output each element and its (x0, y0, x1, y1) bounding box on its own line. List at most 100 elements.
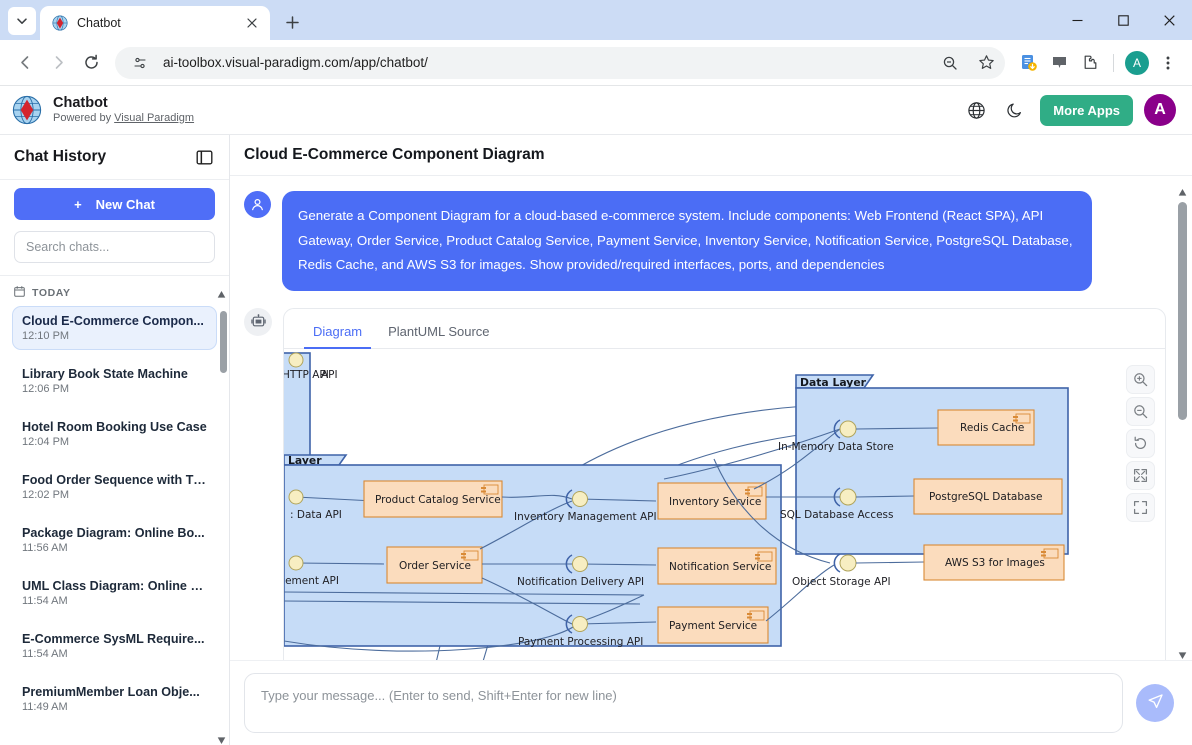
chat-item-title: PremiumMember Loan Obje... (22, 685, 200, 699)
more-apps-button[interactable]: More Apps (1040, 94, 1133, 126)
forward-icon[interactable] (43, 48, 73, 78)
browser-toolbar: ai-toolbox.visual-paradigm.com/app/chatb… (0, 40, 1192, 86)
svg-text:Payment Service: Payment Service (669, 620, 757, 632)
zoom-out-icon[interactable] (1126, 396, 1155, 426)
calendar-icon (14, 286, 25, 300)
send-button[interactable] (1136, 684, 1174, 722)
svg-text:Redis Cache: Redis Cache (960, 422, 1024, 434)
extensions-puzzle-icon[interactable] (1076, 49, 1104, 77)
tab-organizer-icon[interactable] (1045, 49, 1073, 77)
chat-item-0[interactable]: Cloud E-Commerce Compon... 12:10 PM (12, 306, 217, 350)
chat-item-title: Food Order Sequence with Ti... (22, 473, 207, 487)
user-avatar[interactable]: A (1144, 94, 1176, 126)
svg-text:SQL Database Access: SQL Database Access (780, 509, 894, 521)
chat-scrollbar[interactable] (1178, 184, 1187, 659)
browser-menu-icon[interactable] (1154, 49, 1182, 77)
user-message-row: Generate a Component Diagram for a cloud… (244, 186, 1166, 291)
reset-zoom-icon[interactable] (1126, 428, 1155, 458)
back-icon[interactable] (10, 48, 40, 78)
chat-list: TODAY Cloud E-Commerce Compon... 12:10 P… (0, 276, 229, 745)
fit-screen-icon[interactable] (1126, 460, 1155, 490)
chat-item-6[interactable]: E-Commerce SysML Require... 11:54 AM (12, 624, 217, 668)
chat-item-time: 11:56 AM (22, 542, 68, 554)
user-message-bubble: Generate a Component Diagram for a cloud… (282, 191, 1092, 291)
dark-mode-moon-icon[interactable] (1001, 96, 1029, 124)
svg-text:agement API: agement API (284, 575, 339, 587)
svg-text:Notification Service: Notification Service (669, 561, 771, 573)
chat-scroll-thumb[interactable] (1178, 202, 1187, 420)
sidebar-header: Chat History (0, 135, 229, 179)
diagram-canvas[interactable]: .cbox { fill:#fbdcbd; stroke:#d98a36; st… (284, 348, 1165, 660)
chat-item-time: 12:06 PM (22, 383, 70, 395)
chat-item-time: 12:04 PM (22, 436, 70, 448)
bookmark-star-icon[interactable] (973, 50, 999, 76)
svg-text:Payment Processing API: Payment Processing API (518, 636, 643, 648)
language-globe-icon[interactable] (962, 96, 990, 124)
diagram-card: Diagram PlantUML Source .cbox { fill:#fb… (283, 307, 1166, 660)
browser-tab-title: Chatbot (77, 16, 121, 30)
chat-list-container: TODAY Cloud E-Commerce Compon... 12:10 P… (0, 275, 229, 745)
svg-text:In-Memory Data Store: In-Memory Data Store (778, 441, 894, 453)
visual-paradigm-link[interactable]: Visual Paradigm (114, 112, 195, 125)
fullscreen-icon[interactable] (1126, 492, 1155, 522)
visual-paradigm-logo-icon (12, 95, 42, 125)
chat-item-5[interactable]: UML Class Diagram: Online L... 11:54 AM (12, 571, 217, 615)
reload-icon[interactable] (76, 48, 106, 78)
search-input[interactable] (14, 231, 215, 263)
close-icon[interactable] (242, 13, 262, 33)
chat-item-1[interactable]: Library Book State Machine 12:06 PM (12, 359, 217, 403)
svg-text:Object Storage API: Object Storage API (792, 576, 891, 588)
chat-item-time: 11:49 AM (22, 701, 68, 713)
new-chat-label: New Chat (95, 196, 155, 212)
chat-item-7[interactable]: PremiumMember Loan Obje... 11:49 AM (12, 677, 217, 721)
plus-icon: + (74, 196, 82, 212)
maximize-icon[interactable] (1100, 0, 1146, 40)
chat-item-3[interactable]: Food Order Sequence with Ti... 12:02 PM (12, 465, 217, 509)
message-input[interactable] (244, 673, 1123, 733)
svg-text:AWS S3 for Images: AWS S3 for Images (945, 557, 1045, 569)
chat-scroll-up-arrow-icon[interactable] (1178, 184, 1187, 196)
tab-diagram[interactable]: Diagram (304, 319, 372, 349)
app-subtitle-prefix: Powered by (53, 112, 115, 125)
tab-plantuml-source[interactable]: PlantUML Source (388, 323, 490, 339)
address-bar[interactable]: ai-toolbox.visual-paradigm.com/app/chatb… (115, 46, 1005, 79)
scroll-up-arrow-icon[interactable] (217, 286, 226, 298)
conversation-header: Cloud E-Commerce Component Diagram (230, 135, 1192, 176)
chat-item-title: Package Diagram: Online Bo... (22, 526, 205, 540)
profile-avatar[interactable]: A (1123, 49, 1151, 77)
sidebar-collapse-icon[interactable] (193, 146, 215, 168)
svg-text:Order Service: Order Service (399, 560, 471, 572)
browser-tab[interactable]: Chatbot (40, 6, 270, 40)
chat-item-2[interactable]: Hotel Room Booking Use Case 12:04 PM (12, 412, 217, 456)
svg-text:Product Catalog Service: Product Catalog Service (375, 494, 501, 506)
message-composer (230, 660, 1192, 745)
sidebar-scroll-thumb[interactable] (220, 311, 227, 373)
chat-item-title: Hotel Room Booking Use Case (22, 420, 207, 434)
new-chat-button[interactable]: + New Chat (14, 188, 215, 220)
chat-item-4[interactable]: Package Diagram: Online Bo... 11:56 AM (12, 518, 217, 562)
user-avatar-icon (244, 191, 271, 218)
sidebar-scrollbar[interactable] (217, 291, 227, 744)
svg-text:Notification Delivery API: Notification Delivery API (517, 576, 644, 588)
minimize-icon[interactable] (1054, 0, 1100, 40)
svg-text:: Data API: : Data API (290, 509, 342, 521)
window-close-icon[interactable] (1146, 0, 1192, 40)
diagram-tabs: Diagram PlantUML Source (284, 309, 1165, 349)
svg-text:PostgreSQL Database: PostgreSQL Database (929, 491, 1042, 503)
browser-tab-strip: Chatbot (0, 0, 1192, 40)
chat-item-time: 12:10 PM (22, 330, 70, 342)
downloads-icon[interactable] (1014, 49, 1042, 77)
chat-history-sidebar: Chat History + New Chat TODAY (0, 135, 230, 745)
chat-item-time: 12:02 PM (22, 489, 70, 501)
tab-search-button[interactable] (8, 7, 36, 35)
site-settings-icon[interactable] (127, 50, 153, 76)
zoom-in-icon[interactable] (1126, 364, 1155, 394)
chat-scroll-down-arrow-icon[interactable] (1178, 647, 1187, 659)
zoom-magnifier-icon[interactable] (937, 50, 963, 76)
chat-group-label: TODAY (32, 287, 71, 299)
chat-item-title: E-Commerce SysML Require... (22, 632, 205, 646)
chat-item-time: 11:54 AM (22, 648, 68, 660)
scroll-down-arrow-icon[interactable] (217, 732, 226, 744)
chat-item-time: 11:54 AM (22, 595, 68, 607)
new-tab-icon[interactable] (278, 8, 306, 36)
